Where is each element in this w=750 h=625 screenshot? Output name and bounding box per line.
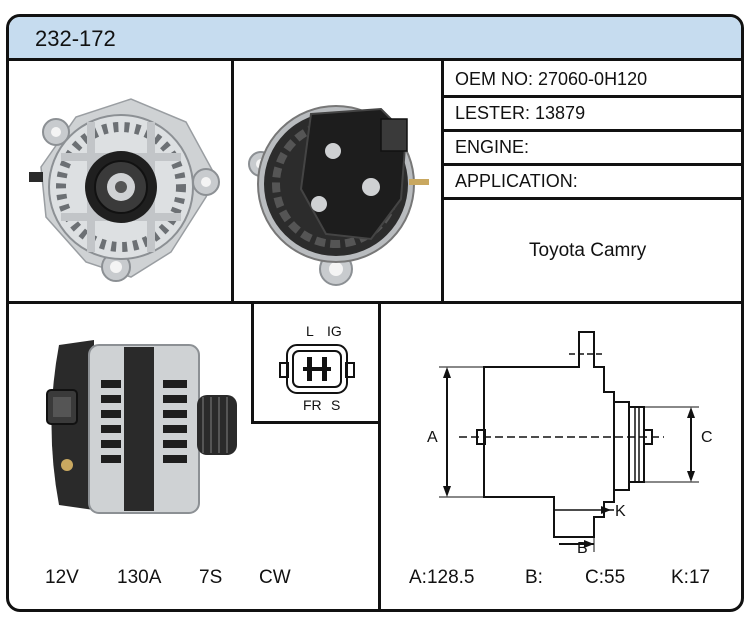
dim-label-k: K [615,503,626,520]
part-number: 232-172 [35,26,116,51]
spec-voltage: 12V [45,567,79,588]
connector-label-ig: IG [327,323,342,339]
lester-number: LESTER: 13879 [455,103,586,123]
dim-label-c: C [701,429,713,446]
divider [231,61,234,304]
connector-label-l: L [306,323,314,339]
divider [9,301,741,304]
connector-label-fr: FR [303,397,322,413]
divider [444,95,741,98]
spec-pulley: 7S [199,567,223,588]
product-sheet: 232-172 OEM NO: 27060-0H120 LESTER: 1387… [6,14,744,612]
alternator-side-photo [46,340,237,514]
divider [444,163,741,166]
connector-diagram [279,344,355,394]
alternator-back-photo [248,105,429,286]
application-value: Toyota Camry [529,240,647,261]
dimension-drawing: A C K B [427,331,713,557]
header-bar: 232-172 [9,17,741,61]
divider [378,304,381,609]
dim-value-b: B: [525,567,543,588]
divider [251,304,254,422]
divider [251,421,381,424]
oem-number: OEM NO: 27060-0H120 [455,69,648,89]
dim-value-a: A:128.5 [409,567,475,588]
engine-label: ENGINE: [455,137,530,157]
alternator-front-photo [29,98,220,282]
dim-value-k: K:17 [671,567,711,588]
dim-label-a: A [427,429,438,446]
dim-label-b: B [577,540,588,557]
spec-amperage: 130A [117,567,162,588]
application-label: APPLICATION: [455,171,578,191]
connector-label-s: S [331,397,341,413]
spec-rotation: CW [259,567,291,588]
divider [441,61,444,304]
divider [444,197,741,200]
divider [444,129,741,132]
dim-value-c: C:55 [585,567,626,588]
